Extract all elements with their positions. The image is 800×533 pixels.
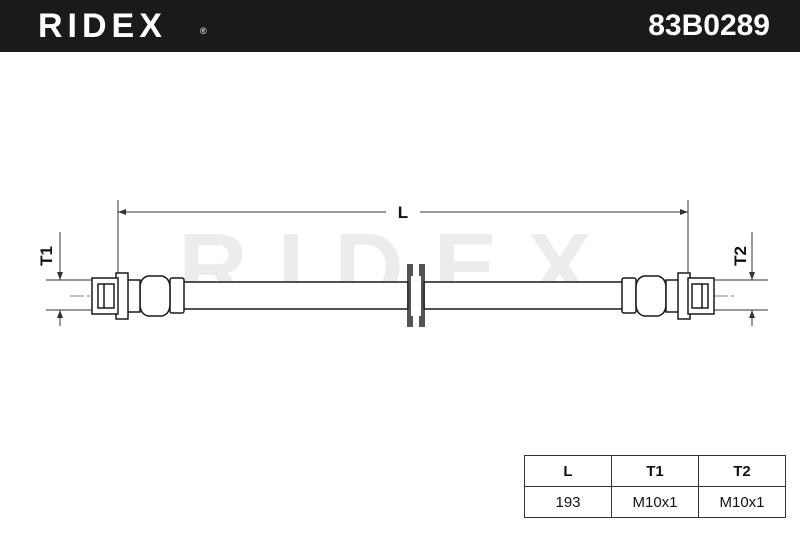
dimension-length-label: L [398,203,408,222]
brake-hose [181,264,625,327]
t2-dimension [710,232,768,326]
part-number: 83B0289 [648,9,770,42]
spec-table-header-row: L T1 T2 [524,455,786,487]
spec-table: L T1 T2 193 M10x1 M10x1 [524,455,786,518]
header-bar: RIDEX ® 83B0289 [0,0,800,52]
spec-header-t1: T1 [611,455,699,487]
spec-value-t2: M10x1 [698,486,786,518]
spec-header-l: L [524,455,612,487]
t1-dimension [46,232,96,326]
right-fitting [621,272,715,320]
dimension-t1-label: T1 [37,246,56,266]
spec-value-l: 193 [524,486,612,518]
spec-header-t2: T2 [698,455,786,487]
left-fitting [91,272,185,320]
length-dimension [117,200,689,278]
technical-drawing: RIDEX L T1 T2 [37,200,768,327]
registered-mark: ® [200,26,207,36]
dimension-t2-label: T2 [731,246,750,266]
spec-table-value-row: 193 M10x1 M10x1 [524,486,786,518]
brand-logo: RIDEX [38,7,167,45]
spec-value-t1: M10x1 [611,486,699,518]
